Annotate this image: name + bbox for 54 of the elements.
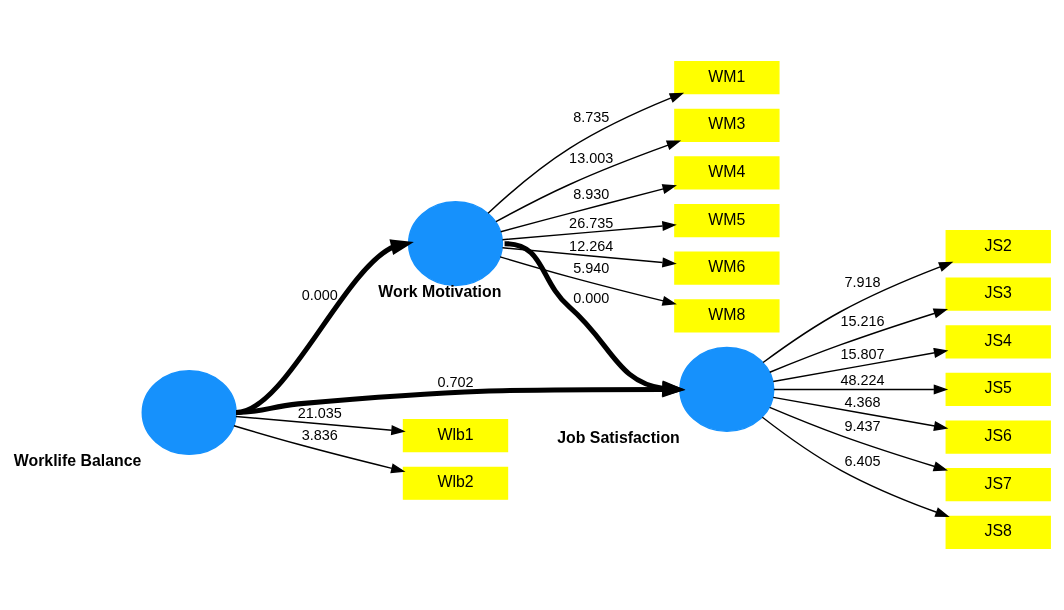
edge-label: 3.836 [301, 426, 338, 443]
edge-label: 0.702 [437, 373, 474, 390]
node-box: JS5 [945, 372, 1051, 407]
node-box: WM5 [674, 203, 780, 238]
arrow [495, 140, 682, 223]
node-box: JS8 [945, 515, 1051, 549]
node-box: JS6 [945, 420, 1051, 454]
node-box: WM4 [674, 156, 780, 190]
node-label: Job Satisfaction [557, 428, 680, 446]
arrow [761, 416, 950, 517]
arrow [500, 184, 677, 233]
edge-label: 5.940 [573, 259, 610, 276]
edge-label: 7.918 [844, 273, 881, 290]
node-label: Work Motivation [378, 282, 502, 300]
edge-label: 0.000 [301, 286, 338, 303]
node-box: WM1 [674, 61, 780, 95]
edge-label: 48.224 [840, 372, 885, 389]
edge-label: 9.437 [844, 418, 881, 435]
arrow [762, 261, 954, 364]
edge-label: 6.405 [844, 452, 881, 469]
arrow [501, 247, 677, 268]
node-box: JS7 [945, 468, 1051, 502]
node-box: WM3 [674, 108, 780, 142]
arrow [501, 220, 677, 241]
node-ellipse [679, 346, 775, 433]
edge-label: 21.035 [297, 405, 342, 422]
node-box: WM8 [674, 299, 780, 333]
arrow [773, 384, 949, 395]
edge-label: 15.807 [840, 346, 885, 363]
edge-label: 15.216 [840, 312, 885, 329]
node-ellipse [407, 201, 504, 287]
node-box: WM6 [674, 251, 780, 285]
edge-label: 8.930 [573, 185, 610, 202]
edge-label: 4.368 [844, 393, 881, 410]
arrow [499, 256, 677, 306]
edge-label: 26.735 [569, 214, 614, 231]
node-box: Wlb2 [402, 466, 509, 500]
arrow [769, 406, 948, 472]
arrow [769, 308, 949, 373]
node-box: JS2 [945, 229, 1051, 264]
edge-label: 0.000 [573, 289, 610, 306]
arrow [235, 415, 406, 436]
arrow [487, 92, 685, 214]
edge-label: 12.264 [569, 237, 614, 254]
node-box: Wlb1 [402, 419, 509, 453]
node-box: JS4 [945, 325, 1051, 359]
node-label: Worklife Balance [13, 451, 142, 469]
node-ellipse [141, 369, 237, 456]
arrow [772, 396, 949, 431]
node-box: JS3 [945, 277, 1051, 311]
edge-label: 8.735 [573, 109, 610, 126]
arrow [772, 347, 949, 383]
edge-label: 13.003 [569, 149, 614, 166]
arrow [233, 425, 406, 474]
